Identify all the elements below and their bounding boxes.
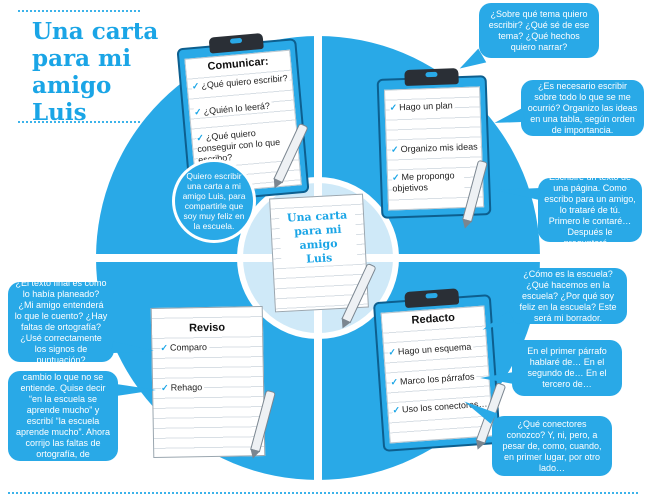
bubble-text: Escribiré un texto de una página. Como e… <box>544 171 636 248</box>
check-icon: ✓ <box>388 346 397 358</box>
bubble-text: Leo detenidamente y cambio lo que no se … <box>15 361 111 470</box>
center-title-line-2: para mi <box>293 222 342 239</box>
bottom-rule <box>8 492 638 494</box>
board-title: Comunicar: <box>185 53 291 75</box>
center-title: Una carta para mi amigo Luis <box>278 208 358 268</box>
board-title: Redacto <box>381 309 485 329</box>
check-icon: ✓ <box>390 376 399 388</box>
checklist-item: ✓Hago un esquema <box>388 341 474 359</box>
clip-icon <box>404 288 460 309</box>
title-bottom-rule <box>18 121 140 123</box>
bubble-text: ¿Cómo es la escuela? ¿Qué hacemos en la … <box>519 268 617 323</box>
bubble-bottom-right-3: ¿Qué conectores conozco? Y, ni, pero, a … <box>492 416 612 476</box>
board-paper: Redacto ✓Hago un esquema ✓Marco los párr… <box>380 305 494 444</box>
bubble-tail <box>480 372 514 384</box>
title-line-1: Una carta <box>32 18 159 45</box>
item-label: Rehago <box>170 382 203 393</box>
bubble-text: ¿Qué conectores conozco? Y, ni, pero, a … <box>502 418 602 473</box>
paper-reviso: Reviso ✓Comparo ✓Rehago <box>150 306 266 458</box>
bubble-center-left: Quiero escribir una carta a mi amigo Lui… <box>172 159 256 243</box>
bubble-text: En el primer párrafo hablaré de… En el s… <box>527 346 607 389</box>
check-icon: ✓ <box>390 144 399 155</box>
bubble-tail <box>116 384 156 396</box>
item-label: Comparo <box>169 342 208 353</box>
clip-icon <box>404 68 459 86</box>
inner-border <box>237 177 399 339</box>
title-top-rule <box>18 10 140 12</box>
bubble-text: ¿El texto final es como lo había planead… <box>14 278 108 365</box>
checklist-item: ✓¿Quién lo leerá? <box>193 100 273 119</box>
bubble-bottom-right-1: ¿Cómo es la escuela? ¿Qué hacemos en la … <box>509 268 627 324</box>
item-label: Organizo mis ideas <box>400 141 478 155</box>
check-icon: ✓ <box>391 172 400 183</box>
title-line-3: amigo <box>32 72 112 99</box>
checklist-item: ✓Rehago <box>161 382 205 394</box>
bubble-text: Quiero escribir una carta a mi amigo Lui… <box>182 171 246 231</box>
item-label: ¿Qué quiero escribir? <box>200 72 288 91</box>
bubble-top-right-2: ¿Es necesario escribir sobre todo lo que… <box>521 80 644 136</box>
item-label: Hago un plan <box>398 100 453 113</box>
checklist-item: ✓Marco los párrafos <box>390 371 477 389</box>
center-title-line-4: Luis <box>305 251 333 266</box>
item-label: ¿Quién lo leerá? <box>203 100 271 117</box>
bubble-bottom-left-1: ¿El texto final es como lo había planead… <box>8 278 114 365</box>
checklist-item: ✓Comparo <box>160 341 210 354</box>
bubble-top-right-1: ¿Sobre qué tema quiero escribir? ¿Qué sé… <box>479 3 599 58</box>
checklist-item: ✓Hago un plan <box>389 100 455 114</box>
clip-icon <box>208 32 264 54</box>
bubble-text: ¿Sobre qué tema quiero escribir? ¿Qué sé… <box>488 8 590 52</box>
board-title: Reviso <box>151 321 263 335</box>
check-icon: ✓ <box>389 102 398 113</box>
checklist-item: ✓Me propongo objetivos <box>391 169 465 195</box>
item-label: Marco los párrafos <box>399 371 475 387</box>
bubble-bottom-left-2: Leo detenidamente y cambio lo que no se … <box>8 361 118 470</box>
bubble-bottom-right-2: En el primer párrafo hablaré de… En el s… <box>512 340 622 396</box>
check-icon: ✓ <box>195 132 205 144</box>
check-icon: ✓ <box>392 404 401 416</box>
check-icon: ✓ <box>161 382 169 393</box>
check-icon: ✓ <box>191 80 200 92</box>
check-icon: ✓ <box>160 342 169 353</box>
checklist-item: ✓Organizo mis ideas <box>390 141 480 156</box>
item-label: Me propongo objetivos <box>392 170 455 194</box>
bubble-top-right-3: Escribiré un texto de una página. Como e… <box>538 172 642 248</box>
check-icon: ✓ <box>193 106 203 118</box>
checklist-item: ✓¿Qué quiero escribir? <box>191 72 291 93</box>
bubble-text: ¿Es necesario escribir sobre todo lo que… <box>527 80 638 135</box>
item-label: Hago un esquema <box>397 341 472 357</box>
title-line-2: para mi <box>32 45 132 72</box>
center-title-line-3: amigo <box>299 237 338 252</box>
